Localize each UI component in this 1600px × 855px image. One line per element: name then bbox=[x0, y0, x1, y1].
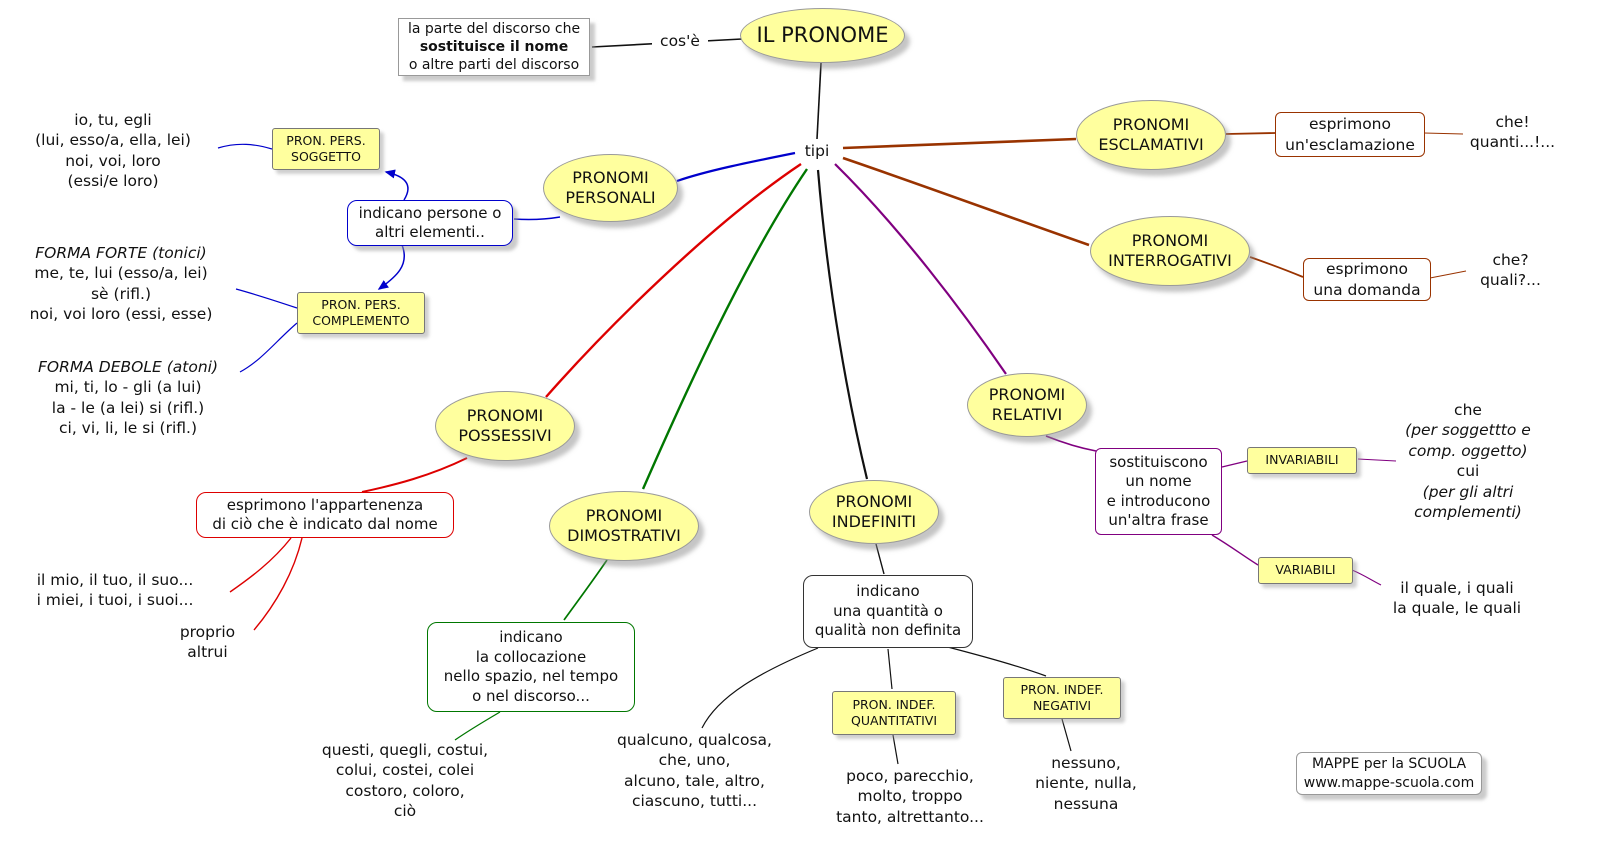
footer-line2: www.mappe-scuola.com bbox=[1303, 774, 1475, 791]
relativi-note: sostituiscono un nome e introducono un'a… bbox=[1095, 448, 1222, 535]
node-pronomi-esclamativi: PRONOMI ESCLAMATIVI bbox=[1076, 100, 1226, 170]
indefiniti-examples: qualcuno, qualcosa, che, uno, alcuno, ta… bbox=[617, 731, 772, 811]
cosa-link-label: cos'è bbox=[652, 31, 708, 52]
personali-note: indicano persone o altri elementi.. bbox=[347, 200, 513, 246]
forma-debole-block: FORMA DEBOLE (atoni) mi, ti, lo - gli (a… bbox=[12, 357, 244, 439]
forma-debole-examples: mi, ti, lo - gli (a lui) la - le (a lei)… bbox=[51, 378, 205, 438]
invariabili-che-note: (per soggettto e comp. oggetto) bbox=[1405, 421, 1531, 460]
node-il-pronome: IL PRONOME bbox=[740, 8, 905, 63]
footer-credit: MAPPE per la SCUOLA www.mappe-scuola.com bbox=[1296, 752, 1482, 795]
possessivi-examples: il mio, il tuo, il suo... i miei, i tuoi… bbox=[36, 571, 194, 610]
indefiniti-note: indicano una quantità o qualità non defi… bbox=[803, 575, 973, 648]
esclamativi-examples: che! quanti...!... bbox=[1469, 113, 1556, 152]
variabili-examples: il quale, i quali la quale, le quali bbox=[1392, 579, 1522, 618]
forma-debole-heading: FORMA DEBOLE (atoni) bbox=[38, 358, 218, 376]
possessivi-examples-2: proprio altrui bbox=[179, 623, 236, 662]
definition-box: la parte del discorso che sostituisce il… bbox=[398, 18, 590, 76]
node-pron-pers-complemento: PRON. PERS. COMPLEMENTO bbox=[297, 292, 425, 334]
definition-line2: sostituisce il nome bbox=[419, 38, 569, 55]
soggetto-examples: io, tu, egli (lui, esso/a, ella, lei) no… bbox=[35, 111, 191, 191]
invariabili-examples: che (per soggettto e comp. oggetto) cui … bbox=[1388, 400, 1548, 523]
interrogativi-note: esprimono una domanda bbox=[1303, 258, 1431, 301]
interrogativi-examples: che? quali?... bbox=[1480, 251, 1541, 290]
dimostrativi-note: indicano la collocazione nello spazio, n… bbox=[427, 622, 635, 712]
forma-forte-heading: FORMA FORTE (tonici) bbox=[35, 244, 207, 262]
invariabili-cui: cui bbox=[1456, 462, 1480, 481]
node-pron-pers-soggetto: PRON. PERS. SOGGETTO bbox=[272, 128, 380, 170]
node-pronomi-possessivi: PRONOMI POSSESSIVI bbox=[435, 391, 575, 461]
node-pronomi-indefiniti: PRONOMI INDEFINITI bbox=[809, 480, 939, 544]
esclamativi-note: esprimono un'esclamazione bbox=[1275, 112, 1425, 157]
invariabili-che: che bbox=[1454, 401, 1482, 419]
node-pron-indef-negativi: PRON. INDEF. NEGATIVI bbox=[1003, 677, 1121, 719]
forma-forte-block: FORMA FORTE (tonici) me, te, lui (esso/a… bbox=[5, 243, 237, 325]
quantitativi-examples: poco, parecchio, molto, troppo tanto, al… bbox=[836, 767, 984, 826]
tipi-label: tipi bbox=[804, 142, 830, 160]
node-pronomi-interrogativi: PRONOMI INTERROGATIVI bbox=[1090, 216, 1250, 286]
node-variabili: VARIABILI bbox=[1258, 557, 1353, 584]
node-pron-indef-quantitativi: PRON. INDEF. QUANTITATIVI bbox=[832, 691, 956, 735]
possessivi-note: esprimono l'appartenenza di ciò che è in… bbox=[196, 492, 454, 538]
node-invariabili: INVARIABILI bbox=[1247, 447, 1357, 474]
footer-line1: MAPPE per la SCUOLA bbox=[1311, 756, 1467, 773]
dimostrativi-examples: questi, quegli, costui, colui, costei, c… bbox=[321, 741, 489, 821]
definition-line3: o altre parti del discorso bbox=[408, 57, 580, 74]
negativi-examples: nessuno, niente, nulla, nessuna bbox=[1035, 754, 1137, 813]
forma-forte-examples: me, te, lui (esso/a, lei) sè (rifl.) noi… bbox=[29, 264, 213, 324]
node-pronomi-personali: PRONOMI PERSONALI bbox=[543, 154, 678, 222]
definition-line1: la parte del discorso che bbox=[407, 20, 581, 37]
invariabili-cui-note: (per gli altri complementi) bbox=[1414, 482, 1522, 522]
node-pronomi-dimostrativi: PRONOMI DIMOSTRATIVI bbox=[549, 491, 699, 561]
node-pronomi-relativi: PRONOMI RELATIVI bbox=[967, 373, 1087, 437]
